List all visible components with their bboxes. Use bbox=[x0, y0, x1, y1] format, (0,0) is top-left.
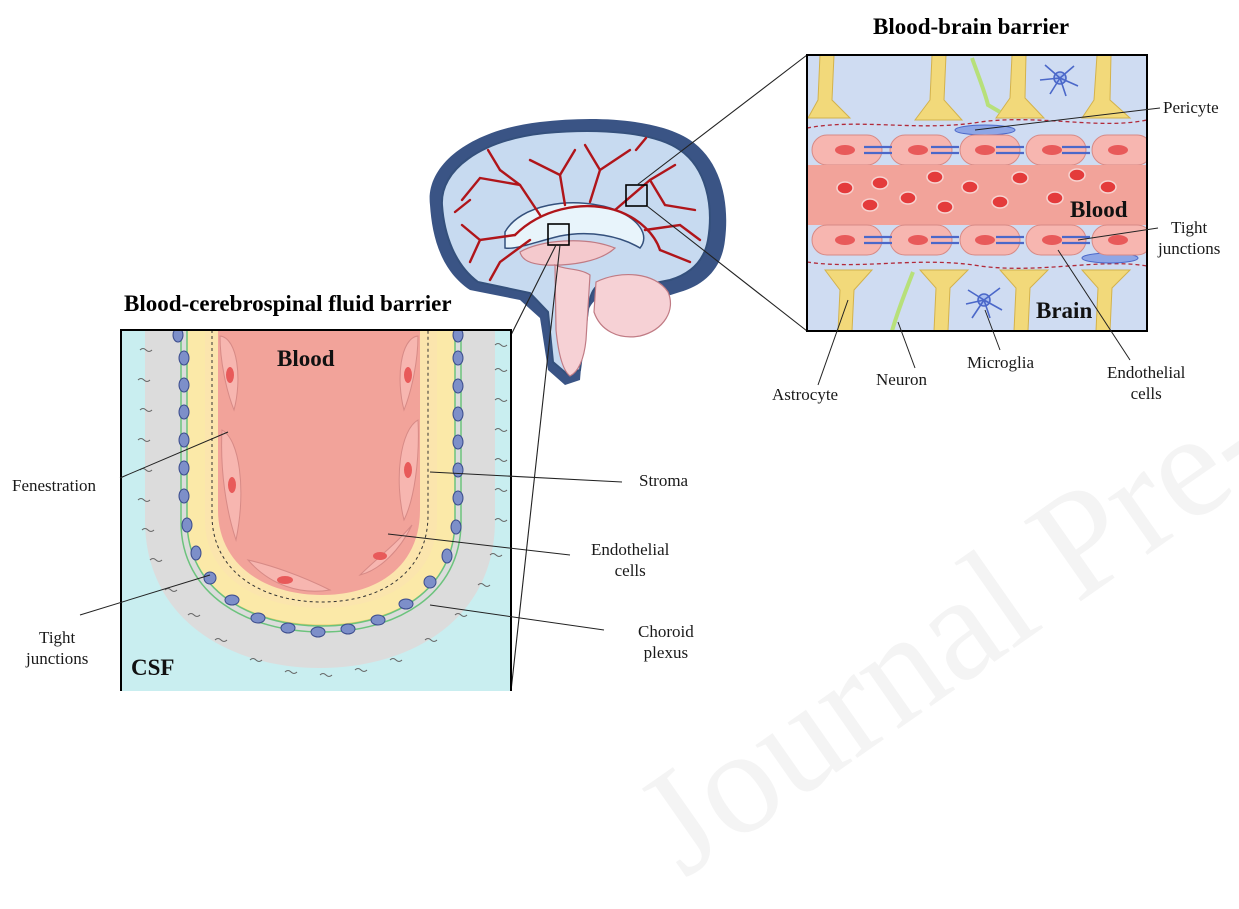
stroma-label: Stroma bbox=[639, 470, 688, 491]
csf-endothelial-cells-label: Endothelial cells bbox=[591, 539, 669, 581]
bbb-panel-art bbox=[807, 55, 1152, 331]
csf-panel-art bbox=[121, 328, 511, 691]
csf-label: CSF bbox=[131, 655, 174, 681]
csf-blood-label: Blood bbox=[277, 346, 335, 372]
cerebellum bbox=[594, 275, 670, 337]
pericyte-label: Pericyte bbox=[1163, 97, 1219, 118]
astrocyte-label: Astrocyte bbox=[772, 384, 838, 405]
diagram-canvas bbox=[0, 0, 1239, 691]
bbb-tight-junctions-label: Tight junctions bbox=[1158, 217, 1220, 259]
choroid-plexus-label: Choroid plexus bbox=[638, 621, 694, 663]
bcsfb-title: Blood-cerebrospinal fluid barrier bbox=[124, 291, 452, 317]
bbb-endothelial-cells-label: Endothelial cells bbox=[1107, 362, 1185, 404]
bbb-brain-label: Brain bbox=[1036, 298, 1092, 324]
csf-tight-junctions-label: Tight junctions bbox=[26, 627, 88, 669]
bbb-blood-label: Blood bbox=[1070, 197, 1128, 223]
bbb-title: Blood-brain barrier bbox=[873, 14, 1069, 40]
microglia-label: Microglia bbox=[967, 352, 1034, 373]
neuron-label: Neuron bbox=[876, 369, 927, 390]
fenestration-label: Fenestration bbox=[12, 475, 96, 496]
